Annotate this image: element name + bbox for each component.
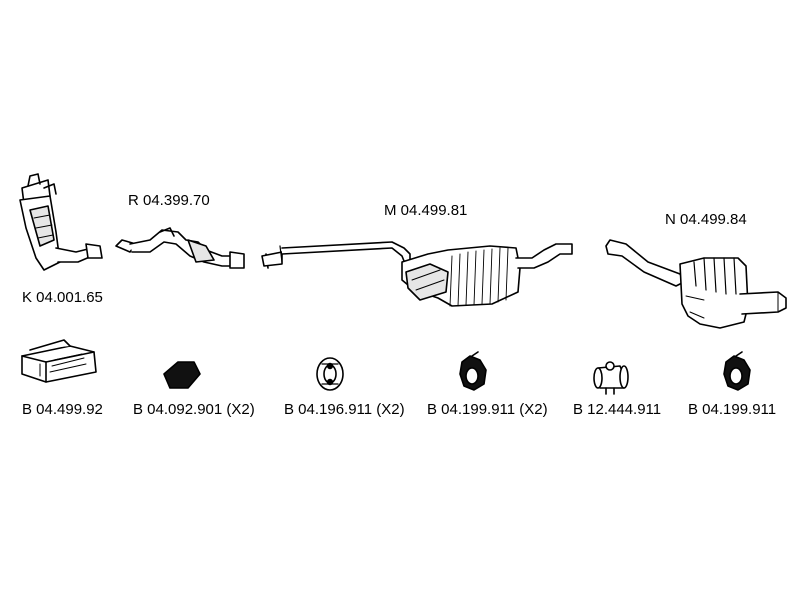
label-catalytic-converter: K 04.001.65: [22, 289, 103, 306]
label-gasket: B 04.092.901 (X2): [133, 401, 255, 418]
rubber-mount-drawing: [459, 351, 487, 391]
label-fitting-kit: B 04.499.92: [22, 401, 103, 418]
fitting-kit-drawing: [21, 339, 97, 383]
label-rear-silencer: N 04.499.84: [665, 211, 747, 228]
label-rubber-mount: B 04.199.911 (X2): [427, 401, 548, 418]
label-front-pipe: R 04.399.70: [128, 192, 210, 209]
pipe-clamp-drawing: [593, 361, 629, 395]
label-rubber-hanger: B 04.196.911 (X2): [284, 401, 405, 418]
label-pipe-clamp: B 12.444.911: [573, 401, 662, 418]
catalytic-converter-drawing: [19, 173, 103, 271]
label-middle-silencer: M 04.499.81: [384, 202, 468, 219]
gasket-drawing: [163, 361, 201, 389]
label-rubber-mount-2: B 04.199.911: [688, 401, 777, 418]
front-pipe-drawing: [115, 227, 245, 269]
middle-silencer-drawing: [261, 241, 573, 307]
rubber-hanger-drawing: [316, 357, 344, 391]
rear-silencer-drawing: [605, 239, 787, 329]
rubber-mount-drawing-2: [723, 351, 751, 391]
